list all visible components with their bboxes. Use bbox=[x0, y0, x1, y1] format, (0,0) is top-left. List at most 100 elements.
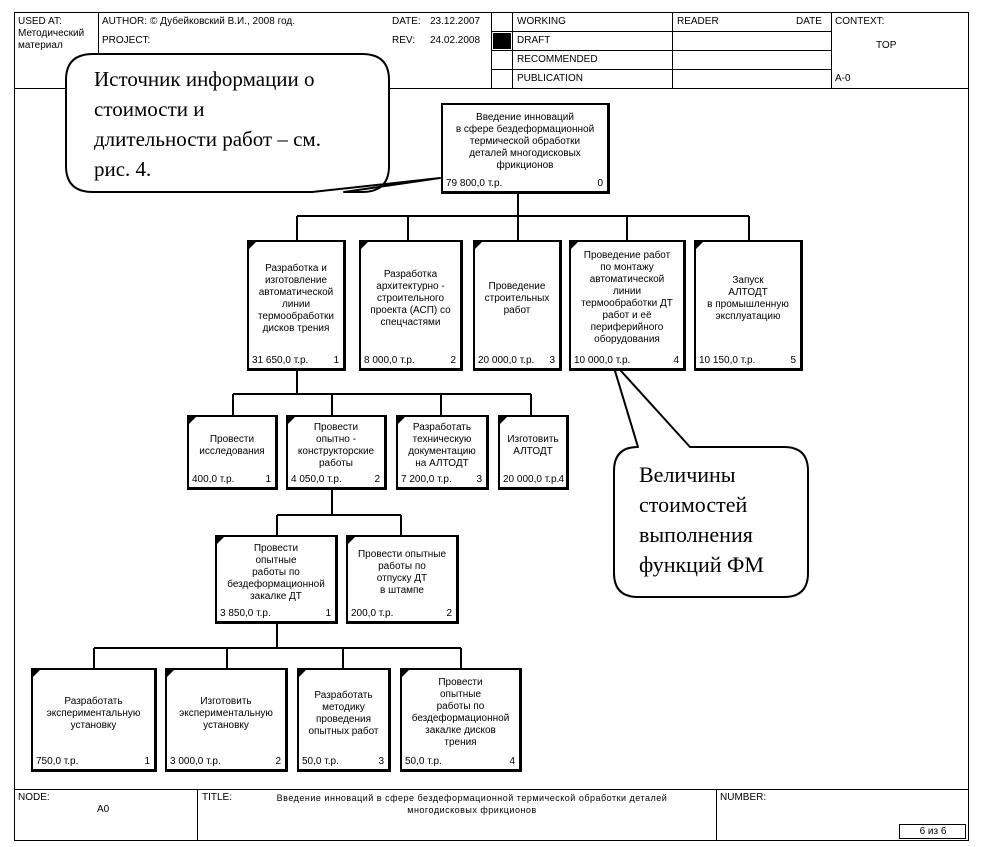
used-at-label: USED AT: bbox=[18, 16, 62, 27]
status-recommended: RECOMMENDED bbox=[517, 54, 598, 65]
box-corner-mark bbox=[299, 670, 306, 677]
activity-label: Изготовить АЛТОДТ bbox=[507, 434, 559, 457]
number-label: NUMBER: bbox=[720, 792, 767, 803]
activity-number: 1 bbox=[144, 756, 150, 767]
callout-values-text: Величины стоимостей выполнения функций Ф… bbox=[639, 462, 764, 577]
box-corner-mark bbox=[398, 417, 405, 424]
activity-box-1-2-1-2[interactable]: Изготовить экспериментальную установку 3… bbox=[165, 668, 288, 772]
status-publication: PUBLICATION bbox=[517, 73, 583, 84]
activity-label: Провести исследования bbox=[199, 434, 265, 457]
box-corner-mark bbox=[249, 242, 256, 249]
activity-box-1-2-1-3[interactable]: Разработать методику проведения опытных … bbox=[297, 668, 391, 772]
activity-label: Проведение работ по монтажу автоматическ… bbox=[581, 250, 673, 345]
activity-number: 3 bbox=[378, 756, 384, 767]
activity-label: Запуск АЛТОДТ в промышленную эксплуатаци… bbox=[707, 275, 789, 322]
activity-cost: 20 000,0 т.р. bbox=[478, 355, 535, 366]
date-label: DATE: bbox=[392, 16, 421, 27]
activity-cost: 3 850,0 т.р. bbox=[220, 608, 271, 619]
activity-box-3[interactable]: Проведение строительных работ 20 000,0 т… bbox=[473, 240, 562, 371]
node-label: NODE: bbox=[18, 792, 50, 803]
activity-box-1[interactable]: Разработка и изготовление автоматической… bbox=[247, 240, 346, 371]
project-label: PROJECT: bbox=[102, 35, 151, 46]
activity-box-1-2-1[interactable]: Провести опытные работы по бездеформацио… bbox=[215, 535, 338, 624]
activity-box-1-2-1-4[interactable]: Провести опытные работы по бездеформацио… bbox=[400, 668, 522, 772]
activity-cost: 10 150,0 т.р. bbox=[699, 355, 756, 366]
box-corner-mark bbox=[33, 670, 40, 677]
activity-box-root[interactable]: Введение инноваций в сфере бездеформацио… bbox=[441, 103, 610, 194]
activity-cost: 79 800,0 т.р. bbox=[446, 178, 503, 189]
activity-number: 1 bbox=[333, 355, 339, 366]
activity-box-1-1[interactable]: Провести исследования 400,0 т.р. 1 bbox=[187, 415, 278, 490]
reader-label: READER bbox=[677, 16, 719, 27]
callout-source-text: Источник информации о стоимости и длител… bbox=[94, 67, 321, 181]
title-label: TITLE: bbox=[202, 792, 233, 803]
activity-number: 4 bbox=[558, 474, 564, 485]
used-at-value: Методический материал bbox=[18, 28, 85, 51]
activity-box-1-3[interactable]: Разработать техническую документацию на … bbox=[396, 415, 489, 490]
activity-cost: 7 200,0 т.р. bbox=[401, 474, 452, 485]
activity-label: Разработка архитектурно - строительного … bbox=[370, 269, 451, 328]
activity-number: 3 bbox=[549, 355, 555, 366]
activity-box-1-4[interactable]: Изготовить АЛТОДТ 20 000,0 т.р. 4 bbox=[498, 415, 569, 490]
activity-number: 0 bbox=[597, 178, 603, 189]
callout-source-bubble bbox=[65, 53, 441, 193]
box-corner-mark bbox=[167, 670, 174, 677]
activity-number: 4 bbox=[509, 756, 515, 767]
activity-label: Разработать методику проведения опытных … bbox=[308, 689, 379, 737]
activity-cost: 50,0 т.р. bbox=[302, 756, 339, 767]
context-label: CONTEXT: bbox=[835, 16, 885, 27]
activity-number: 1 bbox=[265, 474, 271, 485]
context-value: TOP bbox=[876, 40, 897, 51]
activity-cost: 50,0 т.р. bbox=[405, 756, 442, 767]
activity-box-1-2[interactable]: Провести опытно - конструкторские работы… bbox=[286, 415, 387, 490]
node-value: A0 bbox=[97, 804, 110, 815]
callout-values-bubble bbox=[611, 360, 809, 598]
activity-number: 2 bbox=[450, 355, 456, 366]
activity-box-4[interactable]: Проведение работ по монтажу автоматическ… bbox=[569, 240, 686, 371]
activity-label: Провести опытные работы по отпуску ДТ в … bbox=[357, 549, 447, 596]
activity-number: 2 bbox=[446, 608, 452, 619]
activity-cost: 8 000,0 т.р. bbox=[364, 355, 415, 366]
box-corner-mark bbox=[189, 417, 196, 424]
activity-box-1-2-1-1[interactable]: Разработать экспериментальную установку … bbox=[31, 668, 157, 772]
activity-label: Введение инноваций в сфере бездеформацио… bbox=[455, 112, 595, 171]
activity-box-5[interactable]: Запуск АЛТОДТ в промышленную эксплуатаци… bbox=[694, 240, 803, 371]
activity-box-1-2-2[interactable]: Провести опытные работы по отпуску ДТ в … bbox=[346, 535, 459, 624]
box-corner-mark bbox=[500, 417, 507, 424]
activity-label: Изготовить экспериментальную установку bbox=[179, 695, 273, 731]
page-number: 6 из 6 bbox=[919, 826, 947, 837]
activity-cost: 20 000,0 т.р. bbox=[503, 474, 560, 485]
box-corner-mark bbox=[361, 242, 368, 249]
box-corner-mark bbox=[475, 242, 482, 249]
activity-label: Провести опытно - конструкторские работы bbox=[297, 422, 375, 469]
activity-cost: 750,0 т.р. bbox=[36, 756, 79, 767]
reader-date-label: DATE bbox=[796, 16, 822, 27]
activity-label: Проведение строительных работ bbox=[484, 281, 550, 316]
activity-label: Провести опытные работы по бездеформацио… bbox=[411, 676, 510, 748]
box-corner-mark bbox=[402, 670, 409, 677]
box-corner-mark bbox=[288, 417, 295, 424]
box-corner-mark bbox=[571, 242, 578, 249]
activity-number: 2 bbox=[275, 756, 281, 767]
status-draft: DRAFT bbox=[517, 35, 551, 46]
activity-number: 1 bbox=[325, 608, 331, 619]
date-value: 23.12.2007 bbox=[430, 16, 481, 27]
activity-cost: 4 050,0 т.р. bbox=[291, 474, 342, 485]
activity-label: Разработать техническую документацию на … bbox=[408, 422, 476, 469]
activity-number: 2 bbox=[374, 474, 380, 485]
box-corner-mark bbox=[217, 537, 224, 544]
rev-label: REV: bbox=[392, 35, 415, 46]
box-corner-mark bbox=[348, 537, 355, 544]
activity-box-2[interactable]: Разработка архитектурно - строительного … bbox=[359, 240, 463, 371]
status-working: WORKING bbox=[517, 16, 566, 27]
activity-cost: 200,0 т.р. bbox=[351, 608, 394, 619]
activity-number: 3 bbox=[476, 474, 482, 485]
box-corner-mark bbox=[696, 242, 703, 249]
activity-cost: 31 650,0 т.р. bbox=[252, 355, 309, 366]
activity-number: 5 bbox=[790, 355, 796, 366]
rev-value: 24.02.2008 bbox=[430, 35, 481, 46]
activity-cost: 10 000,0 т.р. bbox=[574, 355, 631, 366]
activity-cost: 400,0 т.р. bbox=[192, 474, 235, 485]
diagram-title: Введение инноваций в сфере бездеформацио… bbox=[276, 793, 668, 815]
